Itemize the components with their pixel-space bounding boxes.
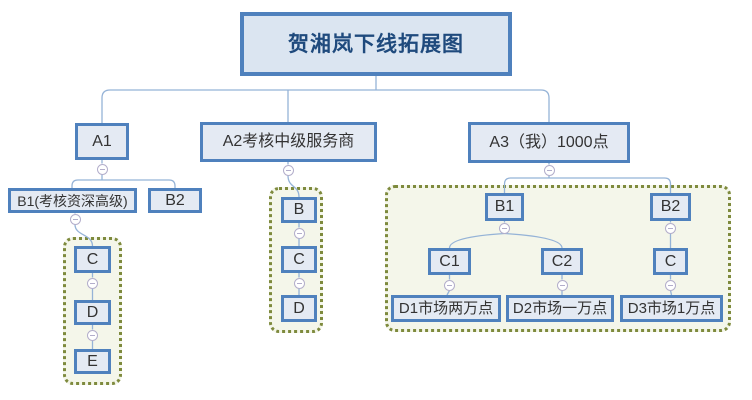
node-a1[interactable]: A1 <box>75 123 129 160</box>
minus-icon <box>668 227 673 229</box>
minus-icon <box>90 334 95 336</box>
minus-icon <box>502 227 507 229</box>
collapse-toggle-a3-c2[interactable] <box>556 279 568 291</box>
minus-icon <box>285 169 291 171</box>
minus-icon <box>72 218 78 220</box>
node-a3-b1[interactable]: B1 <box>485 193 524 221</box>
node-a3-c1[interactable]: C1 <box>428 248 471 275</box>
node-a3-c2[interactable]: C2 <box>541 248 583 275</box>
node-a3[interactable]: A3（我）1000点 <box>468 122 630 163</box>
connector-top-bracket <box>101 89 550 123</box>
minus-icon <box>90 282 95 284</box>
node-a3-d2[interactable]: D2市场一万点 <box>506 295 614 322</box>
collapse-toggle-a3-c1[interactable] <box>444 279 455 291</box>
collapse-toggle-a3[interactable] <box>543 164 555 176</box>
collapse-toggle-a1-c[interactable] <box>87 277 98 289</box>
node-a3-d1[interactable]: D1市场两万点 <box>391 295 501 322</box>
node-a3-b2[interactable]: B2 <box>650 193 691 221</box>
minus-icon <box>296 282 302 284</box>
minus-icon <box>668 284 673 286</box>
connector-a1-bracket <box>71 179 176 188</box>
collapse-toggle-a3-b1[interactable] <box>499 222 510 234</box>
collapse-toggle-a2[interactable] <box>282 164 294 176</box>
collapse-toggle-a2-c[interactable] <box>293 277 305 289</box>
node-a2-b[interactable]: B <box>281 197 317 223</box>
node-a3-c[interactable]: C <box>653 248 688 275</box>
node-a1-b1[interactable]: B1(考核资深高级) <box>8 188 137 213</box>
collapse-toggle-a1[interactable] <box>96 163 108 175</box>
node-a2[interactable]: A2考核中级服务商 <box>200 122 377 162</box>
node-root-title[interactable]: 贺湘岚下线拓展图 <box>240 12 512 76</box>
node-a1-e[interactable]: E <box>74 349 111 374</box>
collapse-toggle-a2-b[interactable] <box>293 227 305 239</box>
minus-icon <box>559 284 565 286</box>
minus-icon <box>99 168 105 170</box>
collapse-toggle-a3-b2[interactable] <box>665 222 676 234</box>
node-a1-d[interactable]: D <box>74 300 111 325</box>
collapse-toggle-a3-c[interactable] <box>665 279 676 291</box>
collapse-toggle-a1-d[interactable] <box>87 329 98 341</box>
node-a1-b2[interactable]: B2 <box>148 188 202 213</box>
minus-icon <box>296 232 302 234</box>
node-a1-c[interactable]: C <box>74 246 111 273</box>
minus-icon <box>447 284 452 286</box>
node-a2-d[interactable]: D <box>281 295 317 322</box>
node-a2-c[interactable]: C <box>281 246 317 273</box>
minus-icon <box>546 169 552 171</box>
collapse-toggle-a1-b1[interactable] <box>69 213 81 225</box>
node-a3-d3[interactable]: D3市场1万点 <box>620 295 723 322</box>
